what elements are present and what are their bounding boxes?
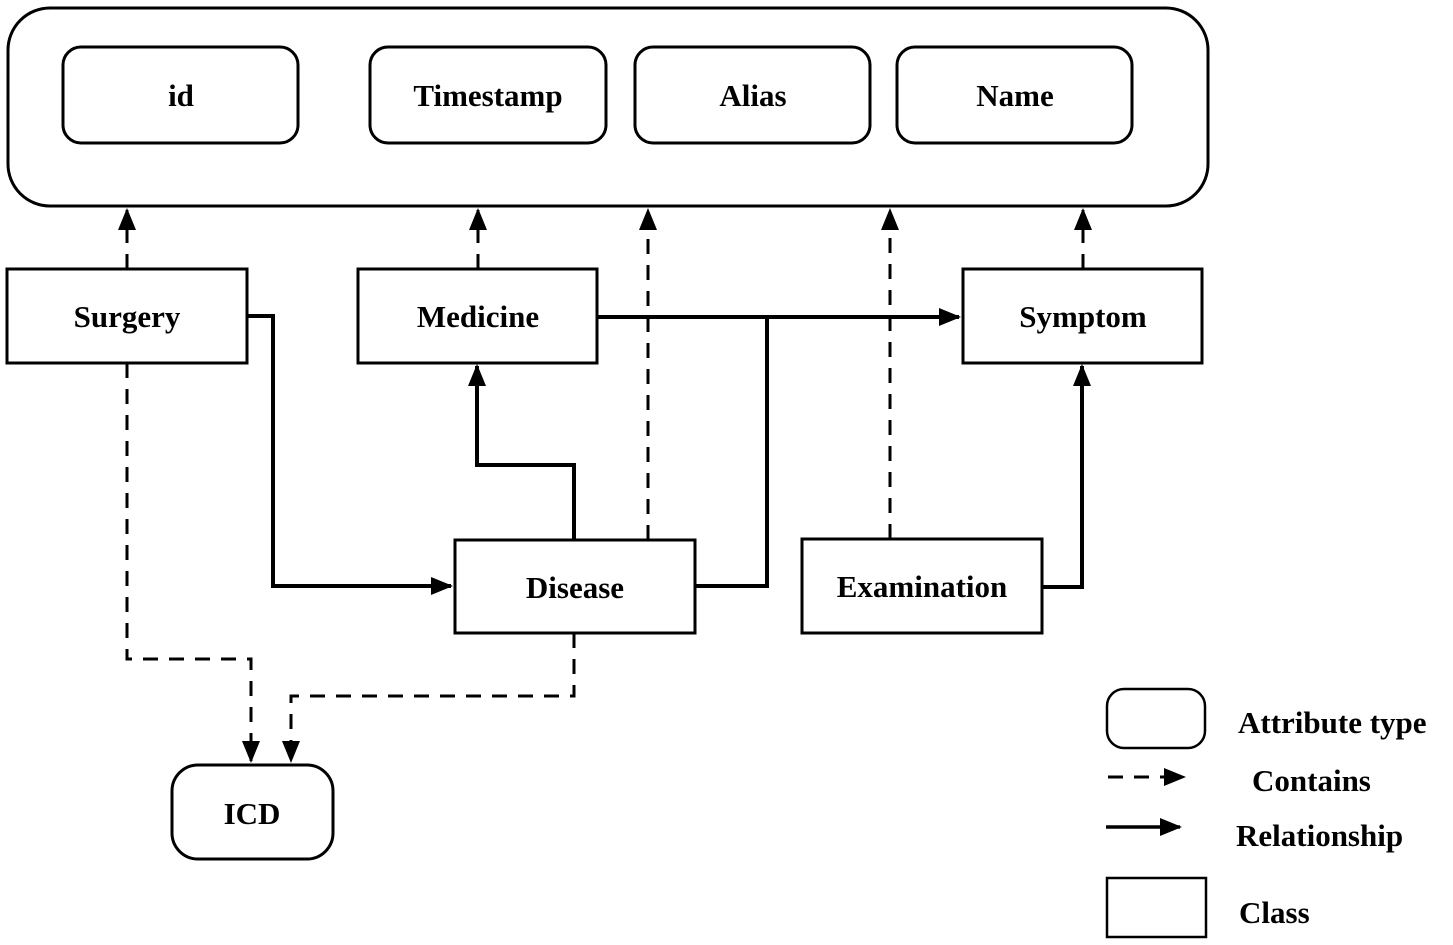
legend-item-class: Class: [1105, 876, 1310, 939]
class-node-symptom: Symptom: [961, 267, 1204, 365]
disease-box: [453, 538, 697, 635]
class-node-examination: Examination: [800, 537, 1044, 635]
surgery-box: [5, 267, 249, 365]
attribute-node-name: Name: [895, 45, 1134, 145]
contains-edge-disease-icd: [282, 633, 576, 763]
attribute-alias-box: [633, 45, 872, 145]
attribute-timestamp-box: [368, 45, 608, 145]
legend-relationship-label: Relationship: [1236, 818, 1403, 853]
relationship-edge-disease-medicine: [468, 364, 576, 540]
symptom-box: [961, 267, 1204, 365]
legend-class-label: Class: [1239, 895, 1310, 930]
medicine-box: [356, 267, 599, 365]
symptom-label: Symptom: [1019, 299, 1147, 334]
icd-box: [170, 763, 335, 861]
examination-label: Examination: [837, 569, 1008, 604]
relationship-edge-examination-symptom: [1042, 364, 1091, 589]
attribute-name-box: [895, 45, 1134, 145]
attribute-timestamp-label: Timestamp: [413, 78, 562, 113]
relationship-edge-surgery-disease: [247, 314, 453, 595]
legend-contains-label: Contains: [1252, 763, 1371, 798]
attribute-node-id: id: [61, 45, 300, 145]
attribute-node-timestamp: Timestamp: [368, 45, 608, 145]
legend: Attribute type Contains Relationship Cla…: [1105, 687, 1427, 939]
disease-label: Disease: [526, 570, 624, 605]
legend-rect-icon: [1105, 876, 1208, 939]
legend-item-relationship: Relationship: [1106, 818, 1403, 853]
class-node-medicine: Medicine: [356, 267, 599, 365]
icd-label: ICD: [224, 796, 281, 831]
legend-item-contains: Contains: [1108, 763, 1371, 798]
attribute-node-icd: ICD: [170, 763, 335, 861]
examination-box: [800, 537, 1044, 635]
relationship-edge-disease-symptom: [694, 315, 769, 588]
legend-item-attribute-type: Attribute type: [1105, 687, 1427, 750]
attribute-name-label: Name: [976, 78, 1053, 113]
attribute-alias-label: Alias: [719, 78, 786, 113]
class-node-surgery: Surgery: [5, 267, 249, 365]
attribute-node-alias: Alias: [633, 45, 872, 145]
medicine-label: Medicine: [417, 299, 539, 334]
legend-attribute-type-label: Attribute type: [1238, 705, 1427, 740]
legend-rounded-rect-icon: [1105, 687, 1207, 750]
attribute-id-box: [61, 45, 300, 145]
class-node-disease: Disease: [453, 538, 697, 635]
attribute-panel: id Timestamp Alias Name: [6, 6, 1210, 208]
contains-edge-surgery-icd: [125, 363, 260, 763]
surgery-label: Surgery: [74, 299, 181, 334]
attribute-id-label: id: [168, 78, 194, 113]
